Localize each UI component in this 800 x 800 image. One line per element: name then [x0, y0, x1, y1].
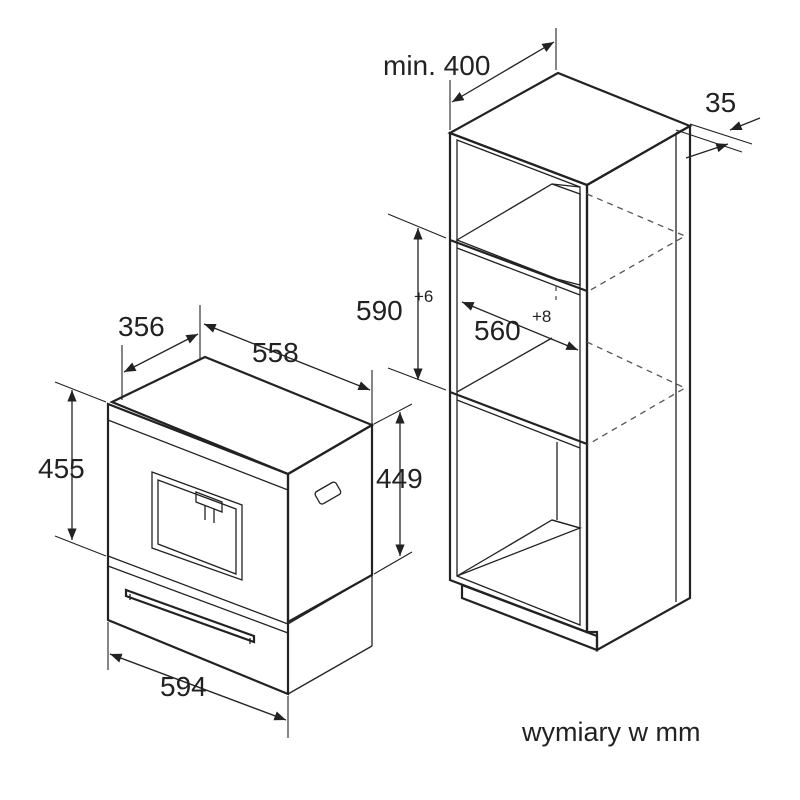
label-front-width: 594: [160, 671, 207, 702]
label-machine-depth: 356: [118, 311, 165, 342]
label-cabinet-min-depth: min. 400: [383, 50, 490, 81]
cabinet-top: [447, 71, 693, 187]
label-niche-width-tolerance: +8: [532, 307, 551, 326]
label-machine-height: 455: [38, 453, 85, 484]
label-machine-width: 558: [252, 337, 299, 368]
machine-dimensions: [54, 305, 413, 738]
brewing-niche: [151, 471, 243, 581]
side-vent: [314, 481, 342, 505]
cabinet-side: [585, 124, 692, 652]
units-note: wymiary w mm: [521, 717, 700, 747]
coffee-machine: [106, 355, 375, 696]
machine-front-face: [106, 402, 290, 696]
label-cabinet-offset: 35: [705, 87, 736, 118]
label-niche-height-tolerance: +6: [414, 287, 433, 306]
cabinet-plinth: [460, 583, 599, 652]
label-niche-width: 560: [474, 315, 521, 346]
cabinet-front: [448, 131, 589, 634]
label-niche-height: 590: [356, 295, 403, 326]
drawer-handle: [124, 588, 256, 644]
label-machine-side-height: 449: [376, 463, 423, 494]
machine-side-face: [286, 423, 374, 624]
cabinet: [447, 71, 693, 652]
cabinet-dimensions: [387, 28, 761, 391]
coffee-spout: [195, 491, 223, 513]
